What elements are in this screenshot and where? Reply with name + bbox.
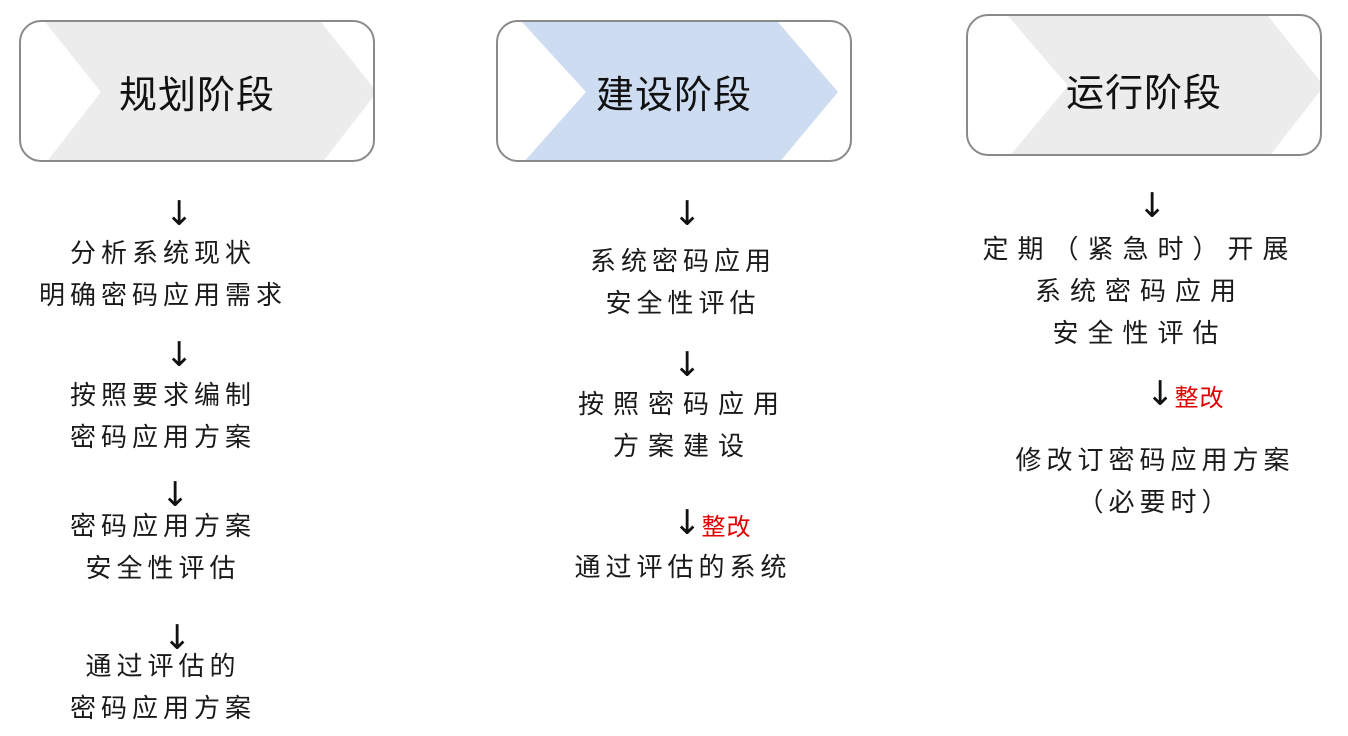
arrow-down-icon: ↓	[673, 194, 702, 234]
phase-title: 规划阶段	[118, 72, 275, 117]
phase-title: 建设阶段	[595, 72, 752, 117]
construction-step-2: 按照密码应用 方案建设	[577, 390, 788, 462]
operation-step-2: 修改订密码应用方案 （必要时）	[1015, 446, 1295, 518]
rectify-arrow: ↓整改	[1146, 374, 1225, 414]
rectify-arrow: ↓整改	[673, 503, 752, 543]
phase-operation: 运行阶段	[966, 14, 1322, 156]
operation-step-1: 定期（紧急时）开展 系统密码应用 安全性评估	[982, 235, 1298, 349]
rectify-label: 整改	[1174, 384, 1225, 412]
planning-step-4: 通过评估的 密码应用方案	[69, 652, 256, 724]
chevron-shape	[522, 22, 838, 160]
construction-step-3: 通过评估的系统	[574, 553, 792, 583]
phase-construction: 建设阶段	[496, 20, 852, 162]
arrow-down-icon: ↓	[1146, 374, 1175, 414]
planning-step-3: 密码应用方案 安全性评估	[69, 512, 256, 584]
construction-step-1: 系统密码应用 安全性评估	[589, 247, 776, 319]
arrow-down-icon: ↓	[163, 618, 192, 658]
phase-title: 运行阶段	[1065, 70, 1222, 115]
planning-step-2: 按照要求编制 密码应用方案	[69, 381, 256, 453]
chevron-shape	[1008, 16, 1320, 154]
phase-planning: 规划阶段	[19, 20, 375, 162]
arrow-down-icon: ↓	[165, 194, 194, 234]
arrow-down-icon: ↓	[1138, 186, 1167, 226]
arrow-down-icon: ↓	[161, 475, 190, 515]
planning-step-1: 分析系统现状 明确密码应用需求	[38, 239, 287, 311]
chevron-shape	[45, 22, 373, 160]
arrow-down-icon: ↓	[673, 345, 702, 385]
arrow-down-icon: ↓	[165, 335, 194, 375]
rectify-label: 整改	[701, 513, 752, 541]
arrow-down-icon: ↓	[673, 503, 702, 543]
